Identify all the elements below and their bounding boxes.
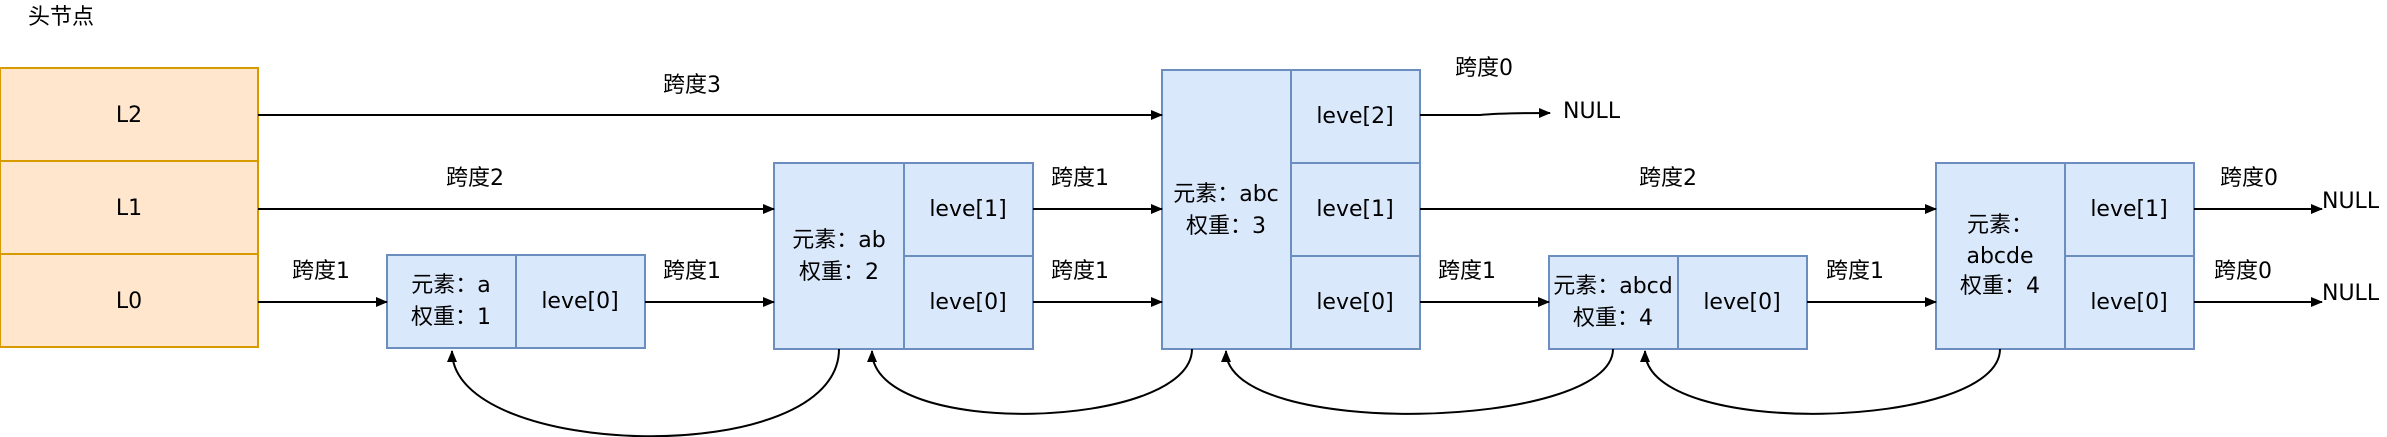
node-abc-level-2 [1290, 69, 1421, 164]
node-abc-level-2-label: leve[2] [1316, 104, 1393, 129]
node-abcde-level-1-label: leve[1] [2090, 197, 2167, 222]
node-abc-element: 元素：abc [1173, 182, 1279, 207]
node-ab-level-0-label: leve[0] [929, 290, 1006, 315]
node-abc-weight: 权重：3 [1186, 214, 1266, 239]
head-level-l1 [0, 160, 259, 255]
span-label-head-l0: 跨度1 [292, 259, 350, 284]
node-ab-level-1-label: leve[1] [929, 197, 1006, 222]
null-label-abcde-l1: NULL [2322, 189, 2380, 214]
node-abcde-level-0 [2064, 255, 2195, 350]
node-abcd-weight: 权重：4 [1573, 306, 1653, 331]
node-abcd-level-0-label: leve[0] [1703, 290, 1780, 315]
pointer-abc-l2 [1420, 108, 1551, 119]
backward-pointer-abcd-to-abc [1221, 348, 1614, 415]
node-abcde-level-0-label: leve[0] [2090, 290, 2167, 315]
node-a-level-0-label: leve[0] [541, 289, 618, 314]
node-abcde-element: 元素： [1967, 213, 2033, 238]
backward-pointer-abcde-to-abcd [1640, 348, 2001, 415]
node-abcd: 元素：abcd 权重：4 leve[0] [1548, 255, 1808, 350]
head-l0-label: L0 [116, 289, 142, 314]
node-abcd-info [1548, 255, 1679, 350]
span-label-a-l0: 跨度1 [663, 259, 721, 284]
node-abc-info [1161, 69, 1292, 350]
span-label-head-l1: 跨度2 [446, 166, 504, 191]
span-label-abc-l0: 跨度1 [1438, 259, 1496, 284]
node-abc-level-1-label: leve[1] [1316, 197, 1393, 222]
head-title: 头节点 [28, 5, 94, 30]
node-abc-level-0 [1290, 255, 1421, 350]
span-label-ab-l0: 跨度1 [1051, 259, 1109, 284]
node-a-level-0 [515, 254, 646, 349]
span-label-abc-l2: 跨度0 [1455, 56, 1513, 81]
node-ab-info [773, 162, 905, 350]
node-abcd-element: 元素：abcd [1553, 274, 1673, 299]
span-label-abcd-l0: 跨度1 [1826, 259, 1884, 284]
node-abcde-element-value: abcde [1966, 244, 2033, 269]
head-level-l0 [0, 253, 259, 348]
node-abcde: 元素： abcde 权重：4 leve[1] leve[0] [1935, 162, 2195, 350]
node-a-weight: 权重：1 [411, 305, 491, 330]
span-label-ab-l1: 跨度1 [1051, 166, 1109, 191]
span-label-abc-l1: 跨度2 [1639, 166, 1697, 191]
head-l2-label: L2 [116, 103, 142, 128]
head-node: L2 L1 L0 [0, 67, 259, 348]
node-abcd-level-0 [1677, 255, 1808, 350]
node-ab-level-0 [903, 255, 1034, 350]
span-label-abcde-l0: 跨度0 [2214, 259, 2272, 284]
null-label-abc-l2: NULL [1563, 99, 1621, 124]
node-abc-level-0-label: leve[0] [1316, 290, 1393, 315]
null-label-abcde-l0: NULL [2322, 281, 2380, 306]
backward-pointer-ab-to-a [447, 348, 840, 437]
node-ab-level-1 [903, 162, 1034, 257]
node-ab-weight: 权重：2 [799, 260, 879, 285]
span-label-head-l2: 跨度3 [663, 73, 721, 98]
node-ab: 元素：ab 权重：2 leve[1] leve[0] [773, 162, 1034, 350]
node-abcde-weight: 权重：4 [1960, 274, 2040, 299]
node-abcde-level-1 [2064, 162, 2195, 257]
node-abc: 元素：abc 权重：3 leve[2] leve[1] leve[0] [1161, 69, 1421, 350]
span-label-abcde-l1: 跨度0 [2220, 166, 2278, 191]
node-a: 元素：a 权重：1 leve[0] [386, 254, 646, 349]
head-level-l2 [0, 67, 259, 162]
head-l1-label: L1 [116, 196, 142, 221]
node-a-info [386, 254, 517, 349]
backward-pointer-abc-to-ab [867, 348, 1193, 415]
node-ab-element: 元素：ab [792, 228, 885, 253]
node-a-element: 元素：a [411, 273, 490, 298]
